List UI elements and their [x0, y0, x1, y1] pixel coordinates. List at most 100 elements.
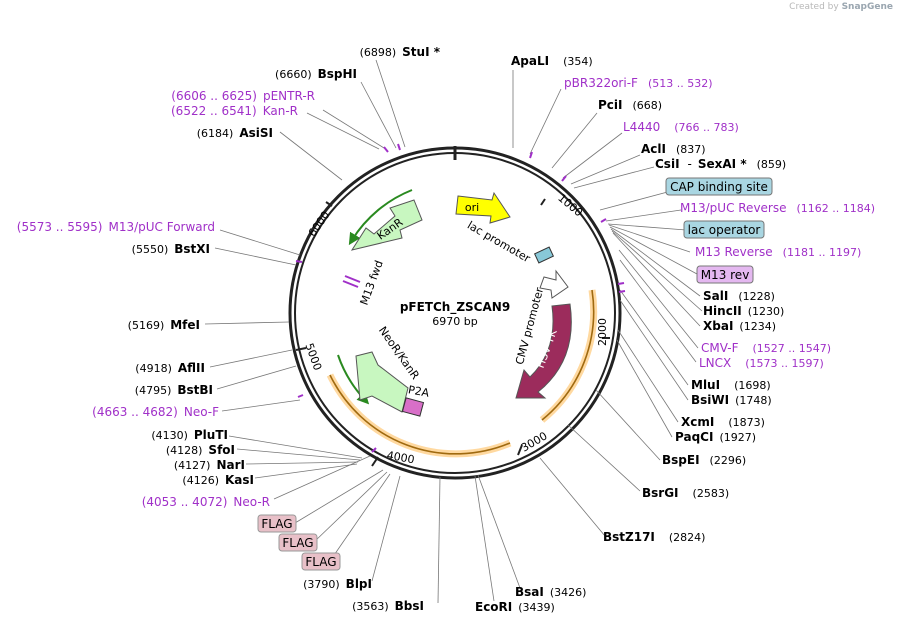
primer-l4440-name: L4440 — [623, 120, 660, 134]
site-xcmi: XcmI(1873) — [681, 415, 765, 429]
site-paqci-name: PaqCI — [675, 430, 713, 444]
plasmid-length: 6970 bp — [432, 315, 477, 328]
site-csii-sexai: CsiI-SexAI *(859) — [655, 157, 786, 171]
primer-m13puc-fwd-range: (5573 .. 5595) — [17, 220, 103, 234]
site-pluti-name: PluTI — [194, 428, 228, 442]
primer-m13puc-fwd-name: M13/pUC Forward — [108, 220, 215, 234]
lac-glyph — [533, 246, 555, 264]
site-csii-pos: (859) — [757, 158, 787, 171]
site-nari: (4127)NarI — [174, 458, 245, 472]
primer-pbr322ori-f-name: pBR322ori-F — [564, 76, 638, 90]
site-asisi-name: AsiSI — [239, 126, 273, 140]
primer-m13puc-rev-name: M13/pUC Reverse — [680, 201, 787, 215]
primer-m13-reverse: M13 Reverse (1181 .. 1197) — [695, 245, 861, 259]
site-stui-pos: (6898) — [360, 46, 397, 59]
site-sali: SalI(1228) — [703, 289, 775, 303]
leader-lines — [204, 59, 703, 604]
site-asisi-pos: (6184) — [197, 127, 234, 140]
site-bsrgi: BsrGI(2583) — [642, 486, 729, 500]
flag-label-3: FLAG — [305, 555, 336, 569]
m13-rev-label: M13 rev — [701, 268, 750, 282]
site-kasi: (4126)KasI — [182, 473, 254, 487]
site-aflii-pos: (4918) — [135, 362, 172, 375]
m13-fwd-glyph-a — [344, 275, 361, 283]
neor-arrow — [355, 351, 409, 413]
site-bbsi: (3563)BbsI — [352, 599, 424, 613]
site-bstbi-name: BstBI — [177, 383, 213, 397]
site-pluti-pos: (4130) — [151, 429, 188, 442]
primer-kan-r-name: Kan-R — [263, 104, 298, 118]
site-bsphi-pos: (6660) — [275, 68, 312, 81]
site-mfei-pos: (5169) — [128, 319, 165, 332]
site-bbsi-name: BbsI — [395, 599, 424, 613]
site-mlui: MluI(1698) — [691, 378, 771, 392]
site-acli: AclI (837) — [641, 142, 706, 156]
primer-cmv-f: CMV-F (1527 .. 1547) — [701, 341, 831, 355]
tick-label-2000: 2000 — [596, 318, 609, 346]
site-sfoi: (4128)SfoI — [166, 443, 235, 457]
primer-pentr-r: (6606 .. 6625)pENTR-R — [171, 89, 315, 103]
green-arc-top — [348, 189, 413, 246]
snapgene-credit: Created by SnapGene — [789, 2, 893, 12]
site-pluti: (4130) PluTI — [151, 428, 228, 442]
lac-promoter-label: lac promoter — [465, 219, 533, 266]
primer-cmv-f-name: CMV-F — [701, 341, 739, 355]
hsvtk-arrow — [515, 303, 572, 399]
site-bstz17i-name: BstZ17I — [603, 530, 655, 544]
site-bstz17i-pos: (2824) — [669, 531, 706, 544]
primer-kan-r-range: (6522 .. 6541) — [171, 104, 257, 118]
primer-m13-reverse-range: (1181 .. 1197) — [783, 246, 862, 259]
orange-arc-right-core — [541, 289, 595, 421]
primer-lncx-range: (1573 .. 1597) — [745, 357, 824, 370]
site-pcii-pos: (668) — [633, 99, 663, 112]
p2a-label: P2A — [407, 383, 431, 400]
primer-pbr322ori-f-range: (513 .. 532) — [648, 77, 713, 90]
primer-kan-r: (6522 .. 6541) Kan-R — [171, 104, 298, 118]
primer-m13puc-rev: M13/pUC Reverse(1162 .. 1184) — [680, 201, 875, 215]
primer-neo-r-name: Neo-R — [233, 495, 270, 509]
primer-neo-r: (4053 .. 4072)Neo-R — [142, 495, 270, 509]
plasmid-name: pFETCh_ZSCAN9 — [400, 300, 510, 315]
site-bsai: BsaI(3426) — [515, 585, 586, 599]
tick-label-6000: 6000 — [306, 209, 333, 239]
site-blpi: (3790)BlpI — [303, 577, 372, 591]
cap-label: CAP binding site — [670, 180, 768, 194]
site-bspei: BspEI(2296) — [662, 453, 746, 467]
site-mfei: (5169) MfeI — [128, 318, 200, 332]
primer-pentr-r-name: pENTR-R — [263, 89, 315, 103]
site-bsiwi-name: BsiWI — [691, 393, 729, 407]
site-aflii-name: AflII — [178, 361, 205, 375]
site-bstbi-pos: (4795) — [135, 384, 172, 397]
m13-fwd-label: M13 fwd — [358, 259, 386, 307]
site-pcii-name: PciI — [598, 98, 623, 112]
site-bsrgi-name: BsrGI — [642, 486, 679, 500]
site-bsphi: (6660)BspHI — [275, 67, 357, 81]
site-xbai: XbaI(1234) — [703, 319, 776, 333]
orange-arc-left-core — [329, 374, 511, 455]
site-kasi-name: KasI — [225, 473, 254, 487]
site-sali-name: SalI — [703, 289, 728, 303]
site-hincii: HincII(1230) — [703, 304, 784, 318]
site-hincii-pos: (1230) — [748, 305, 785, 318]
site-acli-name: AclI — [641, 142, 666, 156]
site-nari-name: NarI — [216, 458, 245, 472]
site-xcmi-pos: (1873) — [728, 416, 765, 429]
site-apali-pos: (354) — [563, 55, 593, 68]
primer-cmv-f-range: (1527 .. 1547) — [752, 342, 831, 355]
m13-fwd-glyph-b — [342, 280, 359, 288]
site-bstxi-name: BstXI — [174, 242, 210, 256]
site-sfoi-name: SfoI — [208, 443, 235, 457]
site-blpi-pos: (3790) — [303, 578, 340, 591]
site-stui: (6898) StuI * — [360, 45, 441, 59]
site-stui-name: StuI * — [402, 45, 441, 59]
site-asisi: (6184) AsiSI — [197, 126, 273, 140]
site-mfei-name: MfeI — [170, 318, 200, 332]
site-ecori: EcoRI(3439) — [475, 600, 555, 614]
site-bsai-pos: (3426) — [550, 586, 587, 599]
site-bsiwi-pos: (1748) — [735, 394, 772, 407]
tick-label-4000: 4000 — [386, 449, 416, 467]
primer-m13-reverse-name: M13 Reverse — [695, 245, 773, 259]
site-acli-pos: (837) — [676, 143, 706, 156]
flag-label-2: FLAG — [282, 536, 313, 550]
